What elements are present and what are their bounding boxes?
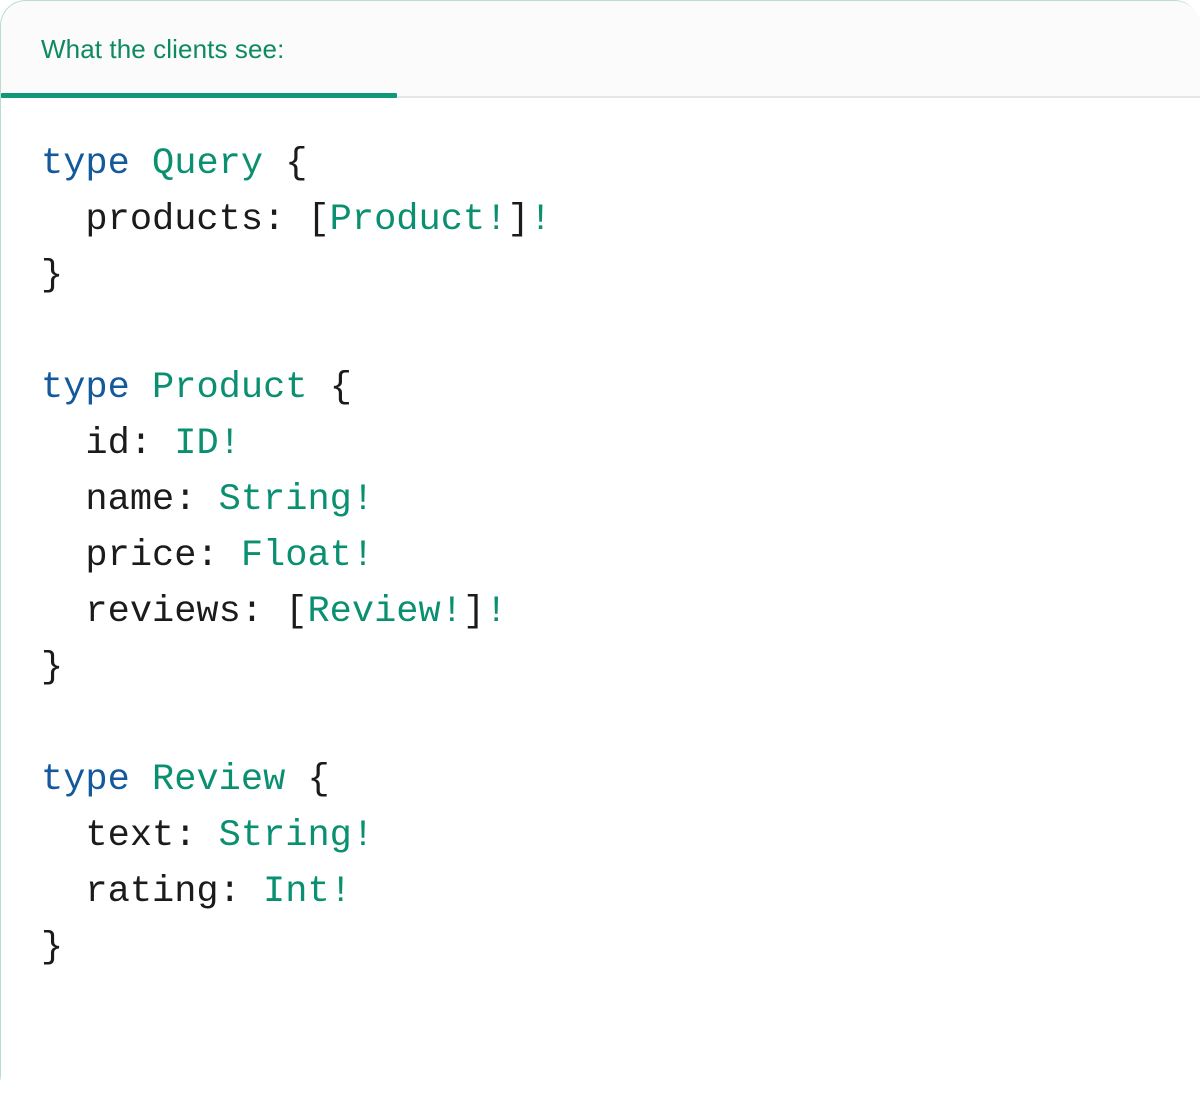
code-line: }: [41, 248, 1200, 304]
code-token-bang: !: [351, 479, 375, 521]
code-line: id: ID!: [41, 416, 1200, 472]
code-line: text: String!: [41, 808, 1200, 864]
code-line: products: [Product!]!: [41, 192, 1200, 248]
code-token-type: Float: [240, 535, 352, 577]
code-line: ​: [41, 304, 1200, 360]
tab-label: What the clients see:: [41, 34, 285, 64]
code-line: type Review {: [41, 752, 1200, 808]
code-token-bang: !: [218, 423, 241, 465]
code-token-field: text:: [41, 815, 219, 857]
code-token-bang: !: [351, 535, 375, 577]
code-line: rating: Int!: [41, 864, 1200, 920]
code-token-punct: }: [41, 647, 64, 689]
code-token-bang: !: [351, 815, 375, 857]
code-token-field: reviews:: [41, 591, 286, 633]
code-token-punct: [130, 759, 152, 801]
code-token-punct: }: [41, 255, 64, 297]
code-token-type: Query: [152, 143, 264, 185]
code-line: ​: [41, 696, 1200, 752]
code-token-punct: ]: [462, 591, 486, 633]
code-token-bang: !: [485, 199, 508, 241]
code-line: price: Float!: [41, 528, 1200, 584]
code-token-field: name:: [41, 479, 219, 521]
tab-strip-baseline: [1, 96, 1200, 98]
code-token-type: Review: [152, 759, 286, 801]
code-line: type Product {: [41, 360, 1200, 416]
code-token-bang: !: [529, 199, 552, 241]
code-token-punct: }: [41, 927, 64, 969]
code-token-punct: [: [307, 199, 330, 241]
code-line: }: [41, 640, 1200, 696]
code-token-type: Int: [263, 871, 330, 913]
code-token-type: Product: [329, 199, 486, 241]
code-token-type: Review: [307, 591, 441, 633]
code-token-kw: type: [41, 759, 130, 801]
code-token-kw: type: [41, 367, 130, 409]
code-line: reviews: [Review!]!: [41, 584, 1200, 640]
tab-what-the-clients-see[interactable]: What the clients see:: [1, 1, 397, 98]
code-token-field: id:: [41, 423, 175, 465]
code-token-punct: {: [263, 143, 308, 185]
code-token-field: price:: [41, 535, 241, 577]
code-token-bang: !: [329, 871, 352, 913]
code-token-type: String: [218, 815, 352, 857]
graphql-schema-code: type Query { products: [Product!]!}​type…: [1, 98, 1200, 976]
code-token-type: Product: [152, 367, 308, 409]
code-token-field: rating:: [41, 871, 264, 913]
tab-strip: What the clients see:: [1, 1, 1200, 98]
code-line: name: String!: [41, 472, 1200, 528]
code-token-punct: {: [307, 367, 352, 409]
code-token-field: products:: [41, 199, 308, 241]
code-token-bang: !: [485, 591, 508, 633]
code-token-type: ID: [174, 423, 219, 465]
code-token-kw: type: [41, 143, 130, 185]
code-viewer[interactable]: type Query { products: [Product!]!}​type…: [1, 98, 1200, 1101]
code-line: }: [41, 920, 1200, 976]
code-token-type: String: [218, 479, 352, 521]
active-tab-underline: [1, 93, 397, 98]
code-token-punct: [: [285, 591, 308, 633]
code-line: type Query {: [41, 136, 1200, 192]
code-token-punct: [130, 143, 152, 185]
code-token-punct: {: [285, 759, 330, 801]
code-token-bang: !: [440, 591, 463, 633]
code-token-punct: [130, 367, 152, 409]
code-token-punct: ]: [507, 199, 530, 241]
